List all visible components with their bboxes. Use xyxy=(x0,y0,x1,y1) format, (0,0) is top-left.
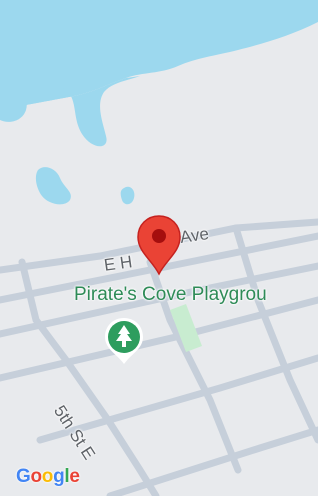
road-vertical-mid xyxy=(146,258,242,474)
park-tree-icon[interactable] xyxy=(103,316,145,366)
water-pond-small xyxy=(120,186,135,205)
logo-letter: g xyxy=(53,466,65,487)
street-label-ave: Ave xyxy=(178,224,211,247)
logo-letter: o xyxy=(30,466,42,487)
water-pond xyxy=(35,167,71,205)
logo-letter: o xyxy=(41,466,54,487)
road-5th-st-e xyxy=(18,258,160,496)
park-strip xyxy=(170,304,202,352)
google-logo: Google xyxy=(16,466,80,488)
poi-label[interactable]: Pirate's Cove Playgrou xyxy=(74,284,267,305)
water-channel xyxy=(0,71,140,147)
road-diagonal-5 xyxy=(106,426,318,496)
logo-letter: l xyxy=(64,466,70,487)
location-pin-icon[interactable] xyxy=(136,214,182,276)
map-base-layer xyxy=(0,0,318,496)
water-left-inlet xyxy=(0,84,27,122)
street-label-e-h: E H xyxy=(102,252,134,275)
map-view[interactable]: E H Ave 5th St E Pirate's Cove Playgrou … xyxy=(0,0,318,496)
logo-letter: e xyxy=(69,466,80,487)
road-diagonal-2 xyxy=(0,262,318,338)
water-bay xyxy=(0,0,318,110)
road-vertical-right xyxy=(232,224,318,444)
logo-letter: G xyxy=(16,466,31,487)
